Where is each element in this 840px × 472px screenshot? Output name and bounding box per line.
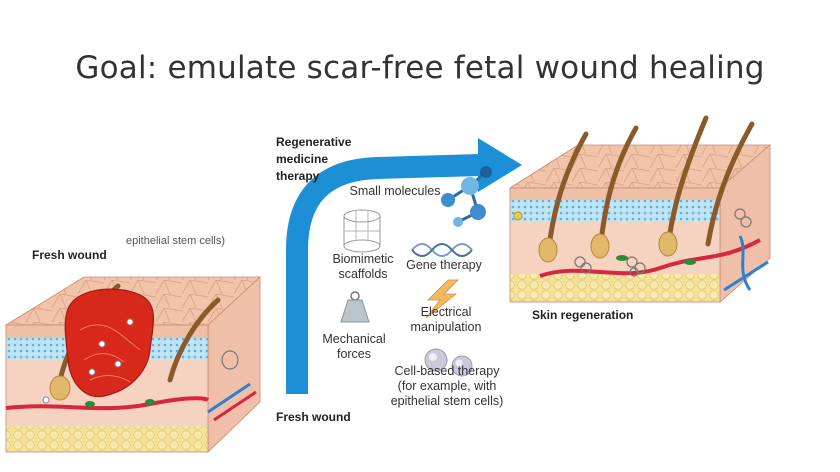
skin-regeneration-label: Skin regeneration: [532, 308, 634, 322]
therapy-electrical-label: Electrical manipulation: [410, 305, 482, 334]
inset-partial-caption: epithelial stem cells): [126, 235, 226, 247]
therapy-gene-label: Gene therapy: [406, 258, 482, 272]
therapy-mechanical-label: Mechanical forces: [322, 332, 386, 361]
inset-fresh-wound-label: Fresh wound: [32, 248, 107, 262]
weight-icon: [340, 291, 370, 323]
lightning-icon: [425, 279, 459, 319]
scaffold-icon: [343, 209, 381, 253]
regenerated-skin-block: [508, 115, 772, 303]
therapy-scaffolds-label: Biomimetic scaffolds: [332, 252, 394, 281]
cells-icon: [424, 348, 473, 377]
fresh-wound-skin-block: [4, 276, 262, 453]
arrow-fresh-wound-label: Fresh wound: [276, 410, 351, 424]
therapy-cell-based-label: Cell-based therapy (for example, with ep…: [390, 364, 504, 408]
arrow-head: [478, 138, 522, 192]
regenerative-therapy-label: Regenerative medicine therapy: [276, 135, 352, 183]
dna-icon: [411, 243, 473, 257]
therapy-arrow: [286, 138, 522, 394]
therapy-small-molecules-label: Small molecules: [349, 184, 441, 198]
slide-title: Goal: emulate scar-free fetal wound heal…: [75, 50, 765, 86]
molecule-icon: [441, 166, 492, 227]
wound: [64, 288, 155, 398]
